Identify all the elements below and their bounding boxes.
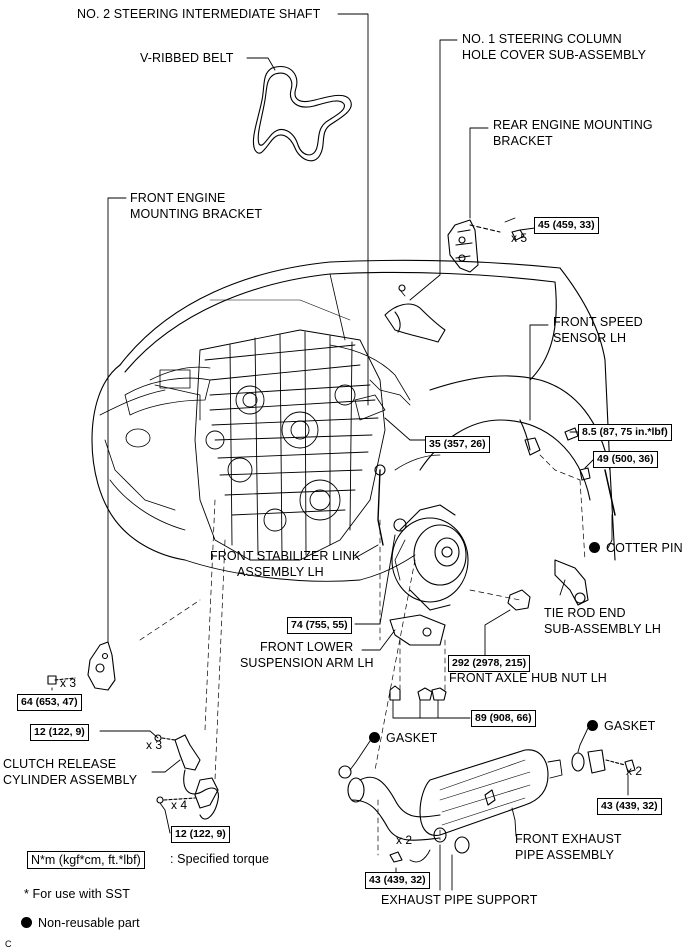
label-front-mounting-line2: MOUNTING BRACKET	[130, 207, 263, 221]
hub-nut-shape	[507, 589, 531, 611]
exhaust-pipe-shape	[338, 749, 636, 863]
label-steering-intermediate-shaft: NO. 2 STEERING INTERMEDIATE SHAFT	[77, 7, 321, 21]
label-tie-rod-line1: TIE ROD END	[544, 606, 626, 620]
legend-torque-unit: N*m (kgf*cm, ft.*lbf)	[27, 851, 145, 869]
cotter-pin-text: COTTER PIN	[606, 541, 683, 555]
tie-rod-shape	[554, 467, 616, 606]
torque-12-clutch-upper: 12 (122, 9)	[30, 724, 89, 741]
qty-x2-left: x 2	[396, 833, 413, 847]
label-front-exhaust-line1: FRONT EXHAUST	[515, 832, 622, 846]
torque-74: 74 (755, 55)	[287, 617, 352, 634]
qty-x5: x 5	[511, 231, 528, 245]
torque-292: 292 (2978, 215)	[448, 655, 531, 672]
hole-cover-shape	[384, 284, 446, 343]
qty-x3-mounting: x 3	[60, 676, 77, 690]
non-reusable-dot-icon	[21, 917, 32, 928]
torque-49: 49 (500, 36)	[593, 451, 658, 468]
stabilizer-link-shape	[374, 464, 407, 546]
label-stabilizer-line2: ASSEMBLY LH	[237, 565, 324, 579]
label-front-mounting-line1: FRONT ENGINE	[130, 191, 226, 205]
label-tie-rod-line2: SUB-ASSEMBLY LH	[544, 622, 662, 636]
label-lower-arm-line1: FRONT LOWER	[260, 640, 354, 654]
non-reusable-dot-icon	[589, 542, 600, 553]
label-front-speed-line1: FRONT SPEED	[553, 315, 643, 329]
torque-35: 35 (357, 26)	[425, 436, 490, 453]
non-reusable-dot-icon	[369, 732, 380, 743]
torque-89: 89 (908, 66)	[471, 710, 536, 727]
label-hole-cover-line2: HOLE COVER SUB-ASSEMBLY	[462, 48, 647, 62]
non-reusable-text: Non-reusable part	[38, 916, 140, 930]
label-rear-mounting-line1: REAR ENGINE MOUNTING	[493, 118, 653, 132]
vehicle-body-outline	[91, 259, 616, 582]
label-hub-nut: FRONT AXLE HUB NUT LH	[449, 671, 607, 685]
torque-45: 45 (459, 33)	[534, 217, 599, 234]
label-gasket-right: GASKET	[587, 719, 655, 734]
qty-x2-right: x 2	[626, 764, 643, 778]
gasket-right-text: GASKET	[604, 719, 656, 733]
legend-torque-desc: : Specified torque	[170, 852, 270, 866]
torque-43-right: 43 (439, 32)	[597, 798, 662, 815]
dashed-alignment-lines	[139, 454, 586, 856]
qty-x4: x 4	[171, 798, 188, 812]
label-gasket-left: GASKET	[369, 731, 437, 746]
legend-non-reusable: Non-reusable part	[21, 916, 140, 931]
label-clutch-line1: CLUTCH RELEASE	[3, 757, 117, 771]
non-reusable-dot-icon	[587, 720, 598, 731]
front-mounting-bracket-shape	[47, 641, 116, 691]
label-exhaust-support: EXHAUST PIPE SUPPORT	[381, 893, 538, 907]
label-stabilizer-line1: FRONT STABILIZER LINK	[210, 549, 361, 563]
v-ribbed-belt	[252, 66, 352, 162]
rear-mounting-bracket-shape	[447, 217, 525, 273]
label-cotter-pin: COTTER PIN	[589, 541, 683, 556]
torque-43-left: 43 (439, 32)	[365, 872, 430, 889]
qty-x3-clutch: x 3	[146, 738, 163, 752]
label-rear-mounting-line2: BRACKET	[493, 134, 553, 148]
label-hole-cover-line1: NO. 1 STEERING COLUMN	[462, 32, 622, 46]
legend-sst-note: * For use with SST	[24, 887, 130, 901]
speed-sensor-shape	[519, 419, 579, 456]
corner-code: C	[5, 939, 12, 949]
knuckle-hub	[391, 504, 469, 611]
lower-arm-shape	[389, 614, 447, 701]
clutch-cylinder-shape	[154, 734, 219, 820]
label-clutch-line2: CYLINDER ASSEMBLY	[3, 773, 138, 787]
label-lower-arm-line2: SUSPENSION ARM LH	[240, 656, 374, 670]
torque-64: 64 (653, 47)	[17, 694, 82, 711]
label-v-ribbed-belt: V-RIBBED BELT	[140, 51, 234, 65]
torque-8-5: 8.5 (87, 75 in.*lbf)	[578, 424, 672, 441]
label-front-exhaust-line2: PIPE ASSEMBLY	[515, 848, 615, 862]
gasket-left-text: GASKET	[386, 731, 438, 745]
label-front-speed-line2: SENSOR LH	[553, 331, 627, 345]
torque-12-clutch-lower: 12 (122, 9)	[171, 826, 230, 843]
engine-assembly	[149, 329, 411, 561]
